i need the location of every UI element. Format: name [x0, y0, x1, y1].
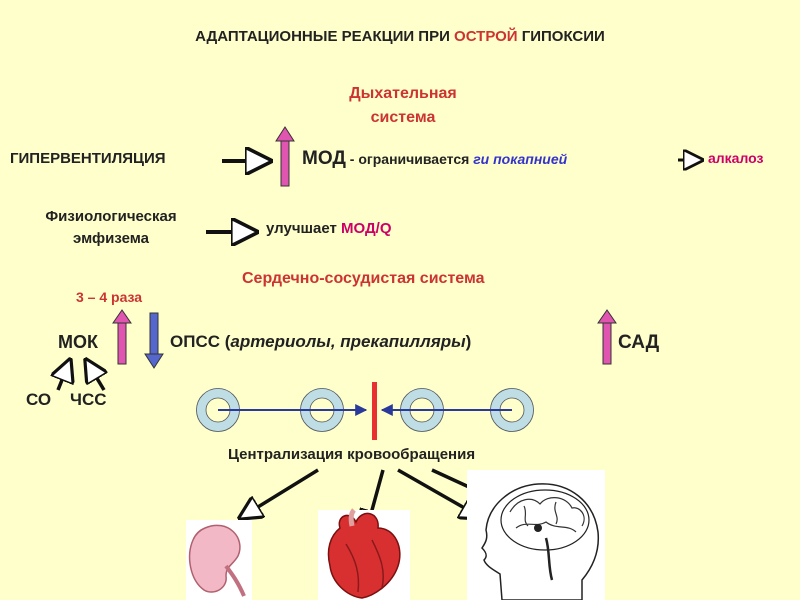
- mod-q-label: МОД/Q: [341, 220, 392, 237]
- opss-line: ОПСС (артериолы, прекапилляры): [170, 332, 471, 352]
- alkalosis-label: алкалоз: [708, 150, 764, 166]
- page-title: АДАПТАЦИОННЫЕ РЕАКЦИИ ПРИ ОСТРОЙ ГИПОКСИ…: [0, 28, 800, 45]
- opss-label: ОПСС (: [170, 332, 231, 351]
- improves-label: улучшает: [266, 220, 342, 237]
- mod-label: МОД: [302, 148, 346, 169]
- respiratory-heading-line1: Дыхательная: [349, 85, 457, 102]
- respiratory-heading-line2: система: [370, 109, 436, 126]
- hr-label: ЧСС: [70, 390, 107, 409]
- title-text-1: АДАПТАЦИОННЫЕ РЕАКЦИИ ПРИ: [195, 28, 455, 45]
- respiratory-heading: Дыхательная система: [300, 82, 506, 130]
- opss-down-arrow: [144, 312, 164, 369]
- emphysema-line2: эмфизема: [73, 230, 149, 247]
- brain-icon: [467, 470, 605, 600]
- sad-up-arrow: [597, 309, 617, 365]
- centralization-label: Централизация кровообращения: [228, 446, 476, 463]
- limited-label: - ограничивается: [345, 151, 474, 167]
- kidney-arrow: [240, 468, 319, 518]
- title-text-2: ГИПОКСИИ: [517, 28, 605, 45]
- hypocapnia-label: ги покапнией: [473, 151, 568, 167]
- hyperventilation-label: ГИПЕРВЕНТИЛЯЦИЯ: [10, 150, 166, 167]
- opss-close: ): [465, 332, 472, 351]
- kidney-icon: [186, 520, 252, 600]
- heart-icon: [318, 508, 410, 600]
- title-highlight: ОСТРОЙ: [454, 28, 518, 45]
- vessels-label: артериолы, прекапилляры: [230, 332, 466, 351]
- emphysema-line1: Физиологическая: [45, 208, 177, 225]
- co-arrow: [58, 360, 70, 391]
- mod-line: МОД - ограничивается ги покапнией: [302, 148, 567, 170]
- mod-up-arrow: [275, 126, 295, 187]
- improves-line: улучшает МОД/Q: [266, 220, 392, 237]
- sad-label: САД: [618, 332, 660, 353]
- emphysema-label: Физиологическая эмфизема: [16, 206, 206, 250]
- times-label: 3 – 4 раза: [76, 289, 143, 305]
- mok-label: МОК: [58, 332, 98, 352]
- cardio-heading: Сердечно-сосудистая система: [242, 270, 485, 287]
- hr-arrow: [86, 360, 104, 391]
- mok-up-arrow: [112, 309, 132, 365]
- co-label: СО: [26, 390, 52, 409]
- vessel-flow: [196, 382, 534, 440]
